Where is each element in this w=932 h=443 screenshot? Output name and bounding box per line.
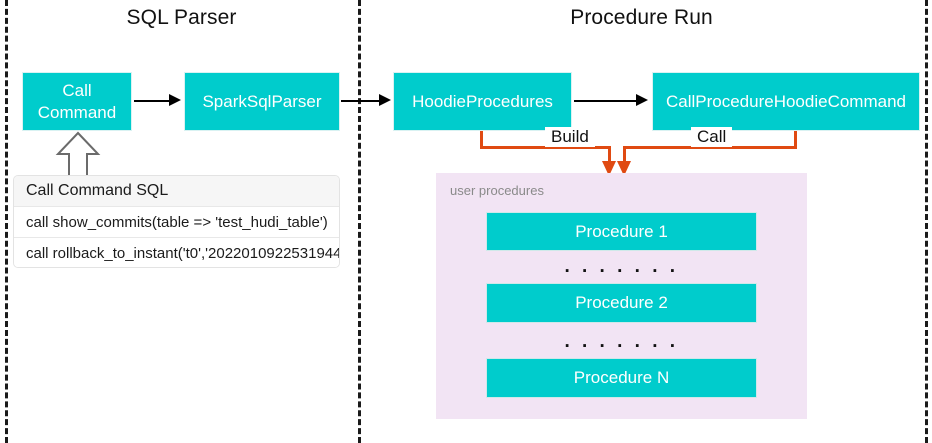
node-spark-sql-parser-label: SparkSqlParser [202,91,322,111]
edge-label-call: Call [691,127,733,147]
section-title-sql-parser: SQL Parser [126,6,237,29]
procedure-box-n-label: Procedure N [573,368,670,387]
sql-table-header: Call Command SQL [14,176,339,207]
edge-label-build: Build [545,127,595,147]
divider-left [5,0,8,443]
arrow-spark-to-hoodie-line [341,100,381,102]
procedure-box-2[interactable]: Procedure 2 [486,283,757,323]
call-connector-horizontal [623,146,797,149]
build-connector-arrowhead [602,161,616,176]
call-connector-vertical-start [794,131,797,149]
node-call-procedure-hoodie-command[interactable]: CallProcedureHoodieCommand [652,72,920,131]
procedure-separator-1: . . . . . . . [564,256,679,277]
node-call-command[interactable]: Call Command [22,72,132,131]
section-title-procedure-run: Procedure Run [570,6,713,29]
node-call-command-label-line1: Call [62,81,92,101]
arrow-call-command-to-spark-line [134,100,170,102]
procedure-separator-2: . . . . . . . [564,331,679,352]
procedure-box-n[interactable]: Procedure N [486,358,757,398]
node-hoodie-procedures[interactable]: HoodieProcedures [393,72,572,131]
arrow-hoodie-to-callproc-head [636,94,648,106]
build-connector-vertical-start [480,131,483,149]
call-connector-arrowhead [617,161,631,176]
user-procedures-panel-label: user procedures [450,183,544,198]
call-command-sql-table: Call Command SQL call show_commits(table… [13,175,340,268]
node-hoodie-procedures-label: HoodieProcedures [412,91,553,111]
sql-table-row-2: call rollback_to_instant('t0','202201092… [14,238,339,267]
divider-middle [358,0,361,443]
node-spark-sql-parser[interactable]: SparkSqlParser [184,72,340,131]
divider-right [925,0,928,443]
arrow-spark-to-hoodie-head [379,94,391,106]
arrow-call-command-to-spark-head [169,94,181,106]
sql-table-row-1: call show_commits(table => 'test_hudi_ta… [14,207,339,238]
build-connector-vertical-end [608,146,611,165]
build-connector-horizontal [480,146,611,149]
node-call-command-label-line2: Command [37,102,117,122]
node-call-procedure-hoodie-command-label: CallProcedureHoodieCommand [665,91,906,111]
procedure-box-1[interactable]: Procedure 1 [486,212,757,251]
procedure-box-1-label: Procedure 1 [575,221,668,241]
arrow-hoodie-to-callproc-line [574,100,637,102]
procedure-box-2-label: Procedure 2 [575,293,668,312]
call-connector-vertical-end [623,146,626,165]
